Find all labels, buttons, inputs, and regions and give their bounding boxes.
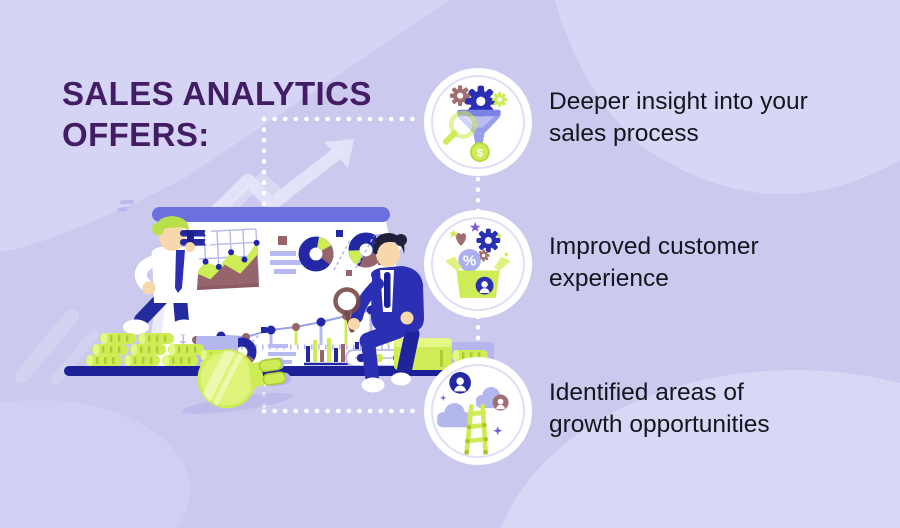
customer-badge — [475, 276, 494, 295]
donut-chart-1 — [298, 236, 334, 272]
svg-text:$: $ — [477, 147, 484, 159]
page-title: SALES ANALYTICS OFFERS: — [62, 75, 372, 154]
bullet-circle-3 — [424, 357, 532, 465]
magnifying-glass-icon — [333, 287, 361, 333]
user-badge-mauve — [492, 394, 509, 411]
bullet-circle-1: $ — [424, 68, 532, 176]
ladder-joints — [464, 422, 488, 455]
dollar-coin-glyph: $ — [470, 142, 490, 162]
svg-text:%: % — [463, 252, 476, 269]
growth-ladder-icon — [437, 371, 509, 455]
item-text-1: Deeper insight into your sales process — [549, 88, 808, 147]
magnifier-glyph — [442, 110, 478, 145]
user-badge-navy — [449, 371, 471, 394]
growth-arrow — [198, 139, 354, 229]
percent-badge: % — [458, 248, 481, 272]
bullet-circle-2: % — [424, 210, 532, 318]
funnel-analytics-icon: $ — [442, 85, 508, 162]
analyst-with-magnifier — [333, 233, 494, 393]
lightbulb-icon — [182, 347, 294, 414]
ladder-glyph — [464, 403, 489, 455]
stat-lines — [270, 236, 304, 274]
customer-experience-box-icon: % — [445, 221, 511, 298]
item-text-2: Improved customer experience — [549, 233, 759, 292]
binoculars-icon — [180, 229, 212, 252]
item-text-3: Identified areas of growth opportunities — [549, 379, 770, 438]
area-chart — [177, 228, 260, 291]
